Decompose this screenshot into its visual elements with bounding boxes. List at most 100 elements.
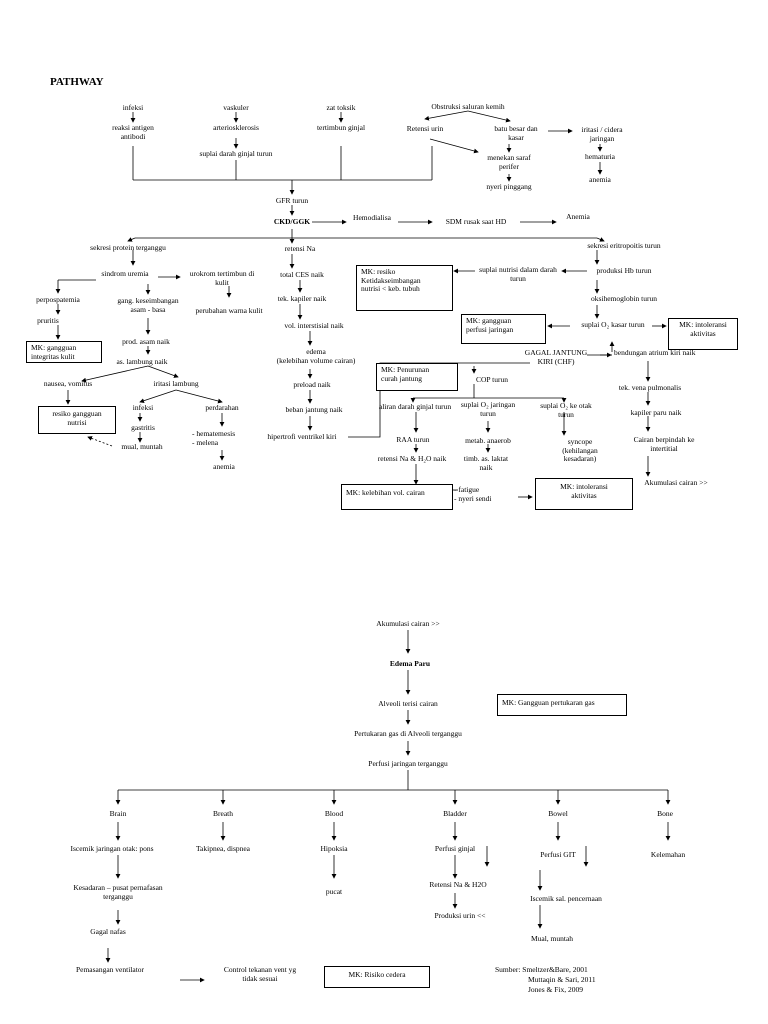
oksihemoglobin: oksihemoglobin turun — [590, 294, 658, 303]
b-bowel: Bowel — [548, 809, 568, 818]
cause-infeksi: infeksi — [122, 103, 144, 112]
retensi-na-h2o-b: Retensi Na & H2O — [429, 880, 487, 889]
prod-asam: prod. asam naik — [122, 337, 170, 346]
produksi-hb: produksi Hb turun — [596, 266, 652, 275]
b-blood: Blood — [324, 809, 344, 818]
suplai-o2-kasar: suplai O₂ kasar turun — [581, 320, 645, 329]
metab-anaerob: metab. anaerob — [465, 436, 511, 445]
suplai-darah-ginjal: suplai darah ginjal turun — [199, 149, 273, 158]
ckd-ggk: CKD/GGK — [273, 217, 311, 226]
tek-vena-pulmonalis: tek. vena pulmonalis — [618, 383, 682, 392]
b-bone: Bone — [657, 809, 673, 818]
retensi-na: retensi Na — [284, 244, 316, 253]
vol-interstisial: vol. interstisial naik — [284, 321, 344, 330]
raa-turun: RAA turun — [396, 435, 430, 444]
arteriosklerosis: arteriosklerosis — [213, 123, 259, 132]
infeksi-lambung: infeksi — [132, 403, 154, 412]
perfusi-jaringan: Perfusi jaringan terganggu — [368, 759, 448, 768]
as-lambung: as. lambung naik — [116, 357, 168, 366]
iscemik-sal-pencernaan: Iscemik sal. pencernaan — [530, 894, 602, 903]
sekresi-eritropoitis: sekresi eritropoitis turun — [587, 241, 661, 250]
page-title: PATHWAY — [50, 76, 104, 88]
sumber-line-2: Muttaqin & Sari, 2011 — [528, 975, 596, 984]
hipertrofi: hipertrofi ventrikel kiri — [267, 432, 337, 441]
nyeri-pinggang: nyeri pinggang — [486, 182, 532, 191]
pruritis: pruritis — [37, 316, 59, 325]
aliran-darah-ginjal: aliran darah ginjal turun — [378, 402, 452, 411]
kelemahan: Kelemahan — [650, 850, 686, 859]
hematuria: hematuria — [585, 152, 615, 161]
tek-kapiler: tek. kapiler naik — [277, 294, 327, 303]
nausea-vomitus: nausea, vomitus — [43, 379, 93, 388]
anemia-mid: anemia — [213, 462, 235, 471]
perpospatemia: perpospatemia — [36, 295, 80, 304]
pucat: pucat — [325, 887, 343, 896]
iscemik-otak: Iscemik jaringan otak: pons — [70, 844, 154, 853]
iritasi-lambung: iritasi lambung — [153, 379, 199, 388]
perfusi-ginjal: Perfusi ginjal — [434, 844, 476, 853]
b-bladder: Bladder — [443, 809, 467, 818]
alveoli-terisi: Alveoli terisi cairan — [378, 699, 438, 708]
beban-jantung: beban jantung naik — [285, 405, 343, 414]
hemodialisa: Hemodialisa — [353, 213, 391, 222]
pertukaran-gas: Pertukaran gas di Alveoli terganggu — [354, 729, 462, 738]
b-breath: Breath — [213, 809, 233, 818]
mk-gangguan-pertukaran-gas: MK: Gangguan pertukaran gas — [497, 694, 627, 716]
hematemesis-melena: - hematemesis- melena — [192, 429, 236, 447]
sdm-rusak: SDM rusak saat HD — [445, 217, 507, 226]
perubahan-warna-kulit: perubahan warna kulit — [195, 306, 263, 315]
cause-zat-toksik: zat toksik — [326, 103, 356, 112]
gagal-nafas: Gagal nafas — [90, 927, 126, 936]
cop-turun: COP turun — [475, 375, 509, 384]
edema: edema(kelebihan volume cairan) — [276, 347, 356, 365]
akumulasi-cairan: Akumulasi cairan >> — [376, 619, 440, 628]
sumber-line-1: Sumber: Smeltzer&Bare, 2001 — [495, 965, 588, 974]
edema-paru: Edema Paru — [389, 659, 431, 668]
cause-vaskuler: vaskuler — [223, 103, 249, 112]
retensi-na-h2o: retensi Na & H₂O naik — [377, 454, 447, 463]
perdarahan: perdarahan — [205, 403, 239, 412]
anemia-hd: Anemia — [566, 212, 590, 221]
cause-obstruksi: Obstruksi saluran kemih — [431, 102, 505, 111]
akumulasi-cairan-mid: Akumulasi cairan >> — [644, 478, 708, 487]
hipoksia: Hipoksia — [320, 844, 348, 853]
sindrom-uremia: sindrom uremia — [101, 269, 149, 278]
bendungan-atrium: bendungan atrium kiri naik — [614, 348, 696, 357]
sumber-line-3: Jones & Fix, 2009 — [528, 985, 584, 994]
sekresi-protein: sekresi protein terganggu — [90, 243, 166, 252]
preload: preload naik — [293, 380, 331, 389]
gfr-turun: GFR turun — [275, 196, 309, 205]
anemia-top: anemia — [589, 175, 611, 184]
mk-kelebihan-volume-cairan: MK: kelebihan vol. cairan — [341, 484, 453, 510]
fatigue-nyeri-sendi: - fatigue- nyeri sendi — [454, 485, 492, 503]
b-brain: Brain — [109, 809, 127, 818]
gastritis: gastritis — [131, 423, 155, 432]
mual-muntah-b: Mual, muntah — [530, 934, 574, 943]
perfusi-git: Perfusi GIT — [540, 850, 576, 859]
mk-risiko-cedera: MK: Risiko cedera — [324, 966, 430, 988]
tertimbun-ginjal: tertimbun ginjal — [316, 123, 366, 132]
produksi-urin: Produksi urin << — [434, 911, 486, 920]
